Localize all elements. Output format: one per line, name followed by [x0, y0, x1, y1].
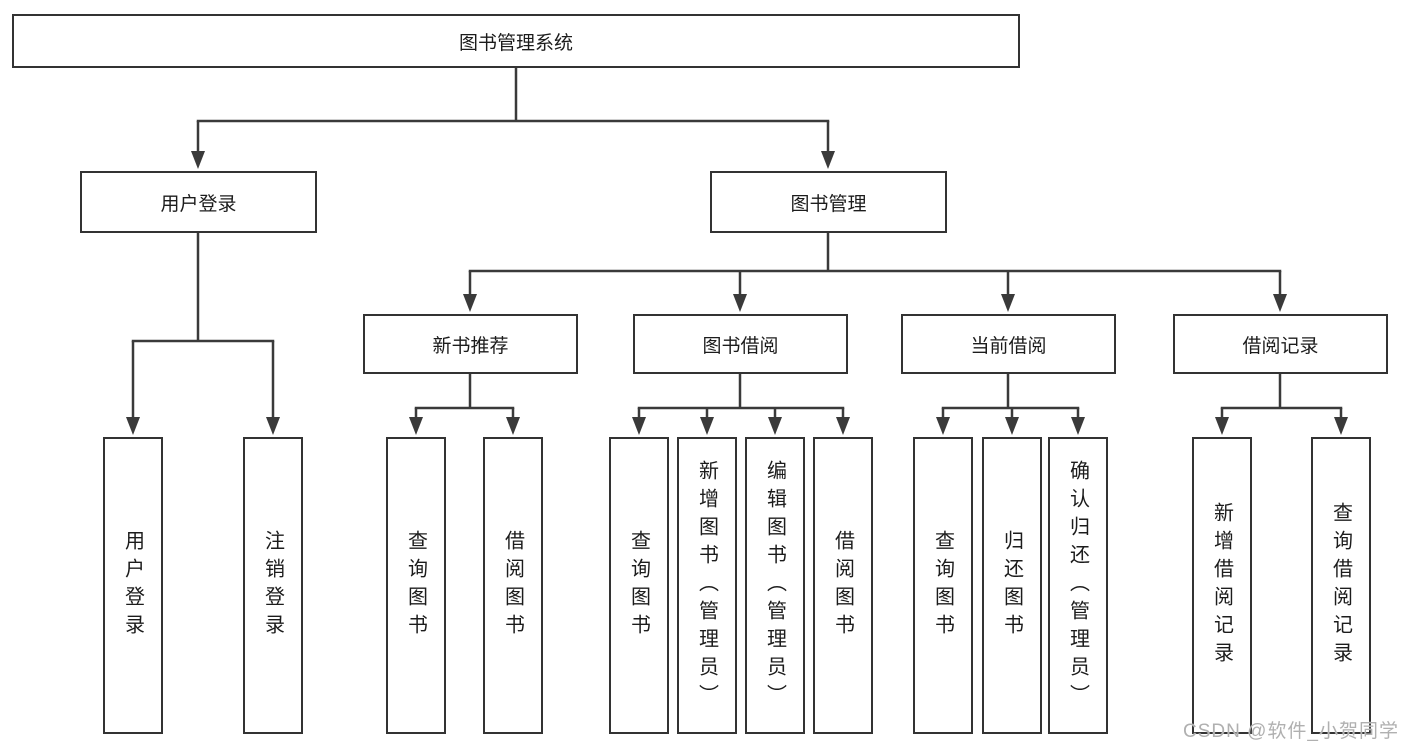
leaf-user-login-label: 用户登录 [121, 529, 144, 642]
node-book-borrow-label: 图书借阅 [702, 335, 779, 357]
leaf-add-book-admin: 新增图书（管理员） [677, 437, 737, 734]
leaf-borrow-book-recommend: 借阅图书 [483, 437, 543, 734]
leaf-query-book-borrow: 查询图书 [609, 437, 669, 734]
node-borrow-record: 借阅记录 [1173, 314, 1388, 374]
leaf-confirm-return-admin: 确认归还（管理员） [1048, 437, 1108, 734]
leaf-confirm-return-admin-label: 确认归还（管理员） [1066, 459, 1089, 712]
node-book-borrow: 图书借阅 [633, 314, 848, 374]
node-user-login-label: 用户登录 [160, 193, 237, 215]
node-root-label: 图书管理系统 [458, 32, 573, 54]
node-new-book-recommend-label: 新书推荐 [432, 335, 509, 357]
node-current-borrow-label: 当前借阅 [970, 335, 1047, 357]
leaf-query-book-current-label: 查询图书 [931, 529, 954, 642]
leaf-logout: 注销登录 [243, 437, 303, 734]
leaf-add-borrow-record: 新增借阅记录 [1192, 437, 1252, 734]
leaf-return-book-label: 归还图书 [1000, 529, 1023, 642]
leaf-logout-label: 注销登录 [261, 529, 284, 642]
node-book-management: 图书管理 [710, 171, 947, 233]
leaf-query-borrow-record: 查询借阅记录 [1311, 437, 1371, 734]
leaf-return-book: 归还图书 [982, 437, 1042, 734]
leaf-add-book-admin-label: 新增图书（管理员） [695, 459, 718, 712]
csdn-watermark: CSDN @软件_小贺同学 [1183, 721, 1399, 742]
node-borrow-record-label: 借阅记录 [1242, 335, 1319, 357]
connector-paths [131, 68, 1343, 418]
connector-arrowheads [126, 151, 1348, 435]
leaf-borrow-book-label: 借阅图书 [831, 529, 854, 642]
node-current-borrow: 当前借阅 [901, 314, 1116, 374]
leaf-borrow-book: 借阅图书 [813, 437, 873, 734]
leaf-query-book-current: 查询图书 [913, 437, 973, 734]
leaf-query-book-borrow-label: 查询图书 [627, 529, 650, 642]
leaf-query-borrow-record-label: 查询借阅记录 [1329, 501, 1352, 670]
leaf-add-borrow-record-label: 新增借阅记录 [1210, 501, 1233, 670]
leaf-edit-book-admin-label: 编辑图书（管理员） [763, 459, 786, 712]
node-user-login: 用户登录 [80, 171, 317, 233]
leaf-edit-book-admin: 编辑图书（管理员） [745, 437, 805, 734]
leaf-user-login: 用户登录 [103, 437, 163, 734]
leaf-borrow-book-recommend-label: 借阅图书 [501, 529, 524, 642]
node-book-management-label: 图书管理 [790, 193, 867, 215]
leaf-query-book-recommend-label: 查询图书 [404, 529, 427, 642]
leaf-query-book-recommend: 查询图书 [386, 437, 446, 734]
node-new-book-recommend: 新书推荐 [363, 314, 578, 374]
node-root: 图书管理系统 [12, 14, 1020, 68]
